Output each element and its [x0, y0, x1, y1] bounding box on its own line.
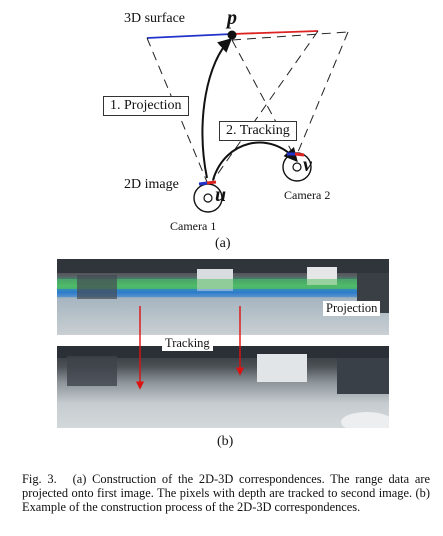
projection-photo: [57, 259, 389, 335]
camera1-center: [203, 193, 213, 203]
tracking-label: 2. Tracking: [219, 121, 297, 141]
surface-label: 3D surface: [124, 11, 186, 26]
image1-blue: [198, 181, 208, 186]
sublabel-b: (b): [217, 434, 234, 449]
point-p-label: p: [227, 7, 237, 29]
point-u-label: u: [215, 184, 227, 206]
frustum-cam1-right: [211, 30, 319, 183]
point-v-label: v: [303, 154, 312, 176]
camera2-label: Camera 2: [284, 188, 331, 202]
projection-tag: Projection: [323, 301, 381, 316]
figure-caption: Fig. 3.(a) Construction of the 2D-3D cor…: [22, 472, 430, 514]
projection-label: 1. Projection: [103, 96, 189, 116]
camera2-center: [292, 162, 302, 172]
surface-line-blue: [146, 33, 233, 39]
sublabel-a: (a): [215, 236, 231, 251]
frustum-cam2-top: [231, 31, 349, 41]
image2-red: [294, 152, 305, 157]
tracking-arrow: [212, 141, 298, 181]
caption-text: (a) Construction of the 2D-3D correspond…: [22, 472, 430, 514]
tracking-photo-detail: [57, 346, 389, 428]
tracking-photo: [57, 346, 389, 428]
point-p-marker: [227, 30, 237, 40]
caption-fig-label: Fig. 3.: [22, 472, 57, 486]
projection-arrow: [201, 38, 233, 179]
frustum-cam2-right: [297, 31, 349, 153]
image-label: 2D image: [124, 177, 179, 192]
image1-red: [206, 180, 217, 185]
projection-photo-detail: [57, 259, 389, 313]
camera1-label: Camera 1: [170, 219, 217, 233]
surface-line-red: [231, 30, 319, 35]
tracking-tag: Tracking: [162, 336, 213, 351]
